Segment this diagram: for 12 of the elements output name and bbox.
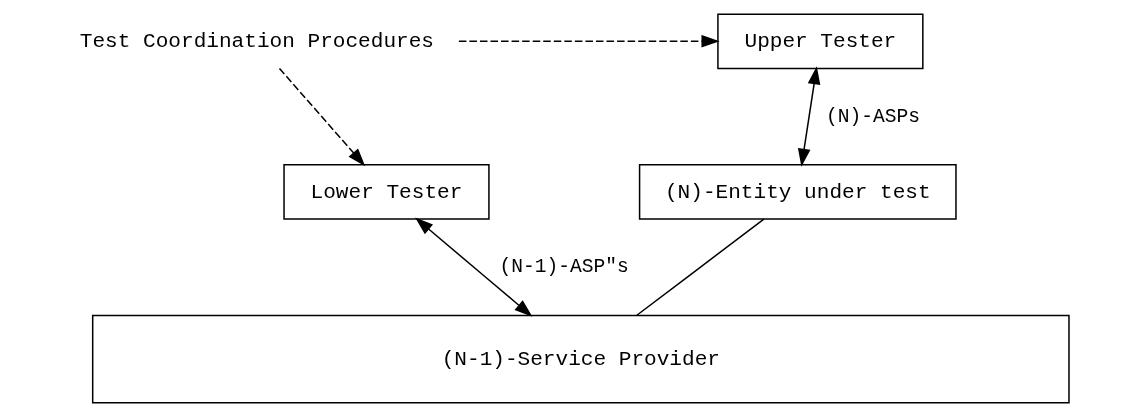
node-box: Upper Tester — [716, 13, 924, 70]
node-box: (N-1)-Service Provider — [91, 314, 1070, 404]
arrow — [414, 217, 532, 317]
edge-label: (N-1)-ASP"s — [498, 256, 629, 279]
edge-label: (N)-ASPs — [825, 105, 920, 128]
connector — [635, 218, 765, 316]
node-box: (N)-Entity under test — [638, 164, 957, 220]
arrow — [278, 67, 365, 167]
arrow — [797, 66, 820, 167]
node-box: Lower Tester — [282, 164, 490, 220]
node-text: Test Coordination Procedures — [79, 28, 434, 53]
arrow — [457, 34, 720, 48]
